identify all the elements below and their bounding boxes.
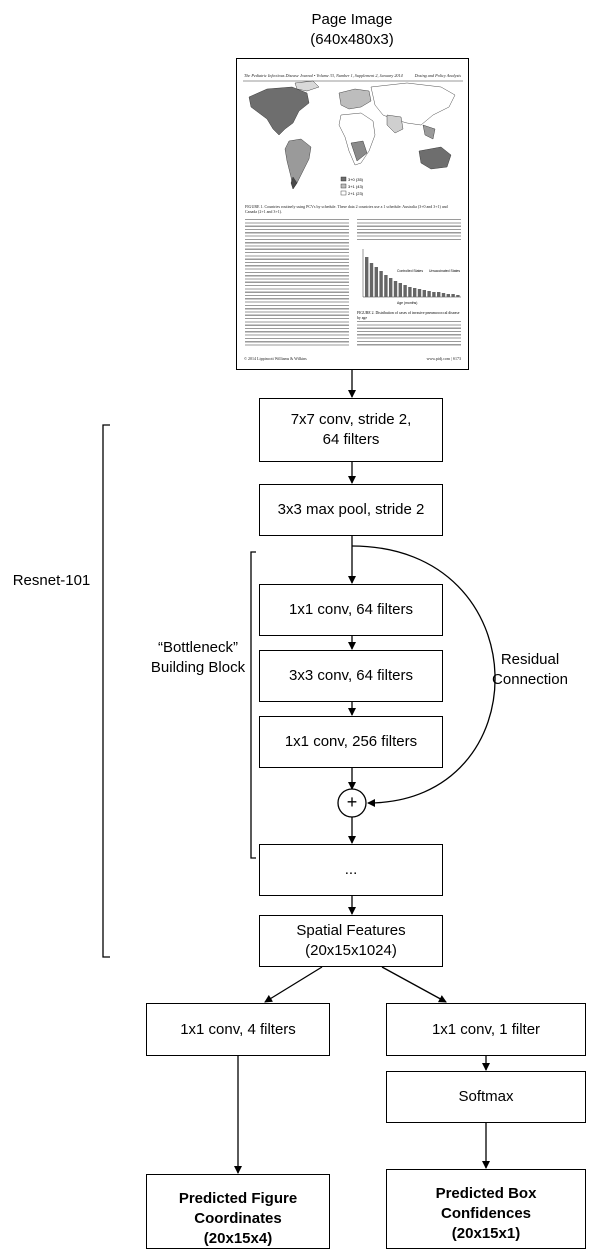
maxpool-box: 3x3 max pool, stride 2 — [259, 484, 443, 536]
residual-connection-curve — [351, 545, 496, 807]
copyright-text: © 2014 Lippincott Williams & Wilkins — [244, 356, 307, 361]
conv-4filters-label: 1x1 conv, 4 filters — [180, 1020, 296, 1038]
figure2-bar — [389, 278, 393, 297]
pred-coords-line2: Coordinates — [194, 1210, 282, 1227]
arrow-spatial-to-right — [381, 966, 447, 1003]
figure2-bar — [379, 271, 383, 297]
figure2-bar — [437, 292, 441, 297]
figure2-legend-1: Controlled States — [397, 269, 424, 273]
legend-item-1: 3+0 (35) — [348, 177, 364, 182]
figure2-xlabel: Age (months) — [397, 301, 418, 305]
figure2-bars — [365, 257, 460, 297]
page-number: www.pidj.com | S173 — [426, 356, 461, 361]
body-text-right-top — [357, 219, 461, 241]
world-map — [243, 80, 463, 196]
figure2-caption: FIGURE 2. Distribution of cases of invas… — [357, 311, 460, 320]
conv7-label-line2: 64 filters — [322, 431, 380, 448]
predicted-coordinates-box: Predicted Figure Coordinates (20x15x4) — [146, 1174, 330, 1249]
conv1x1-256-box: 1x1 conv, 256 filters — [259, 716, 443, 768]
pred-coords-line3: (20x15x4) — [203, 1230, 273, 1247]
journal-header-right: Dosing and Policy Analysis — [414, 73, 461, 78]
conv3x3-64-label: 3x3 conv, 64 filters — [289, 667, 413, 684]
figure2-bar — [427, 291, 431, 297]
figure2-bar — [422, 290, 426, 297]
legend-item-3: 2+1 (23) — [348, 191, 364, 196]
figure2-bar — [369, 263, 374, 297]
plus-sign: + — [346, 792, 358, 812]
resnet-label: Resnet-101 — [12, 572, 91, 589]
softmax-label: Softmax — [458, 1088, 514, 1105]
conv1x1-256-label: 1x1 conv, 256 filters — [284, 733, 418, 750]
ellipsis-label: ... — [344, 861, 358, 878]
body-text-left — [245, 219, 349, 347]
spatial-features-line2: (20x15x1024) — [305, 942, 397, 959]
figure2-bar — [408, 287, 412, 297]
journal-header-left: The Pediatric Infectious Disease Journal… — [244, 73, 403, 78]
page-image-dims: (640x480x3) — [310, 31, 394, 48]
figure2-bar — [456, 295, 460, 297]
bottleneck-label: “Bottleneck” Building Block — [143, 638, 253, 678]
residual-label-line1: Residual — [500, 651, 560, 668]
pred-conf-line2: Confidences — [440, 1205, 531, 1222]
journal-header: The Pediatric Infectious Disease Journal… — [244, 73, 461, 78]
bottleneck-label-line1: “Bottleneck” — [157, 639, 239, 656]
figure2-bar — [384, 275, 388, 297]
page-image-thumbnail: The Pediatric Infectious Disease Journal… — [236, 58, 469, 370]
figure2-bar — [451, 294, 455, 297]
pred-conf-line1: Predicted Box — [435, 1185, 537, 1202]
conv-1filter-label: 1x1 conv, 1 filter — [431, 1020, 541, 1038]
residual-label-line2: Connection — [492, 671, 568, 688]
figure2-bar — [446, 294, 450, 297]
page-image-label: Page Image — [311, 11, 393, 28]
figure2-chart — [362, 249, 461, 298]
figure2-bar — [432, 292, 436, 297]
figure2-bar — [374, 267, 378, 297]
connectors — [102, 370, 496, 1174]
body-text-right-bottom — [357, 321, 461, 347]
figure1-caption: FIGURE 1. Countries routinely using PCVs… — [245, 204, 448, 214]
maxpool-label: 3x3 max pool, stride 2 — [277, 501, 425, 518]
figure2-bar — [441, 293, 446, 297]
conv7-label-line1: 7x7 conv, stride 2, — [290, 411, 412, 428]
page-image-title: Page Image (640x480x3) — [252, 10, 452, 50]
ellipsis-box: ... — [259, 844, 443, 896]
conv1x1-64-label: 1x1 conv, 64 filters — [289, 601, 413, 618]
residual-label: Residual Connection — [480, 650, 580, 690]
figure2-bar — [393, 281, 398, 297]
figure2-bar — [403, 285, 407, 297]
figure2-bar — [398, 283, 402, 297]
bottleneck-label-line2: Building Block — [150, 659, 246, 676]
map-legend: 3+0 (35) 3+1 (43) 2+1 (23) — [348, 176, 363, 197]
arrow-spatial-to-left — [264, 966, 323, 1003]
pred-conf-line3: (20x15x1) — [451, 1225, 521, 1242]
resnet-bracket — [102, 424, 110, 958]
conv3x3-64-box: 3x3 conv, 64 filters — [259, 650, 443, 702]
spatial-features-line1: Spatial Features — [296, 922, 406, 939]
figure2-bar — [417, 289, 422, 297]
figure2-legend-2: Unvaccinated States — [429, 269, 461, 273]
figure2-bar — [365, 257, 369, 297]
softmax-box: Softmax — [386, 1071, 586, 1123]
legend-item-2: 3+1 (43) — [348, 184, 364, 189]
conv-4filters-box: 1x1 conv, 4 filters — [146, 1003, 330, 1056]
figure2-bar — [413, 288, 417, 297]
conv1x1-64-box: 1x1 conv, 64 filters — [259, 584, 443, 636]
predicted-confidences-box: Predicted Box Confidences (20x15x1) — [386, 1169, 586, 1249]
pred-coords-line1: Predicted Figure — [178, 1190, 298, 1207]
conv7-box: 7x7 conv, stride 2, 64 filters — [259, 398, 443, 462]
plus-circle — [337, 788, 367, 818]
spatial-features-box: Spatial Features (20x15x1024) — [259, 915, 443, 967]
bottleneck-bracket — [250, 551, 256, 859]
page-footer: © 2014 Lippincott Williams & Wilkins www… — [244, 356, 461, 361]
figure2-legend: Controlled States Unvaccinated States — [397, 269, 460, 273]
conv-1filter-box: 1x1 conv, 1 filter — [386, 1003, 586, 1056]
